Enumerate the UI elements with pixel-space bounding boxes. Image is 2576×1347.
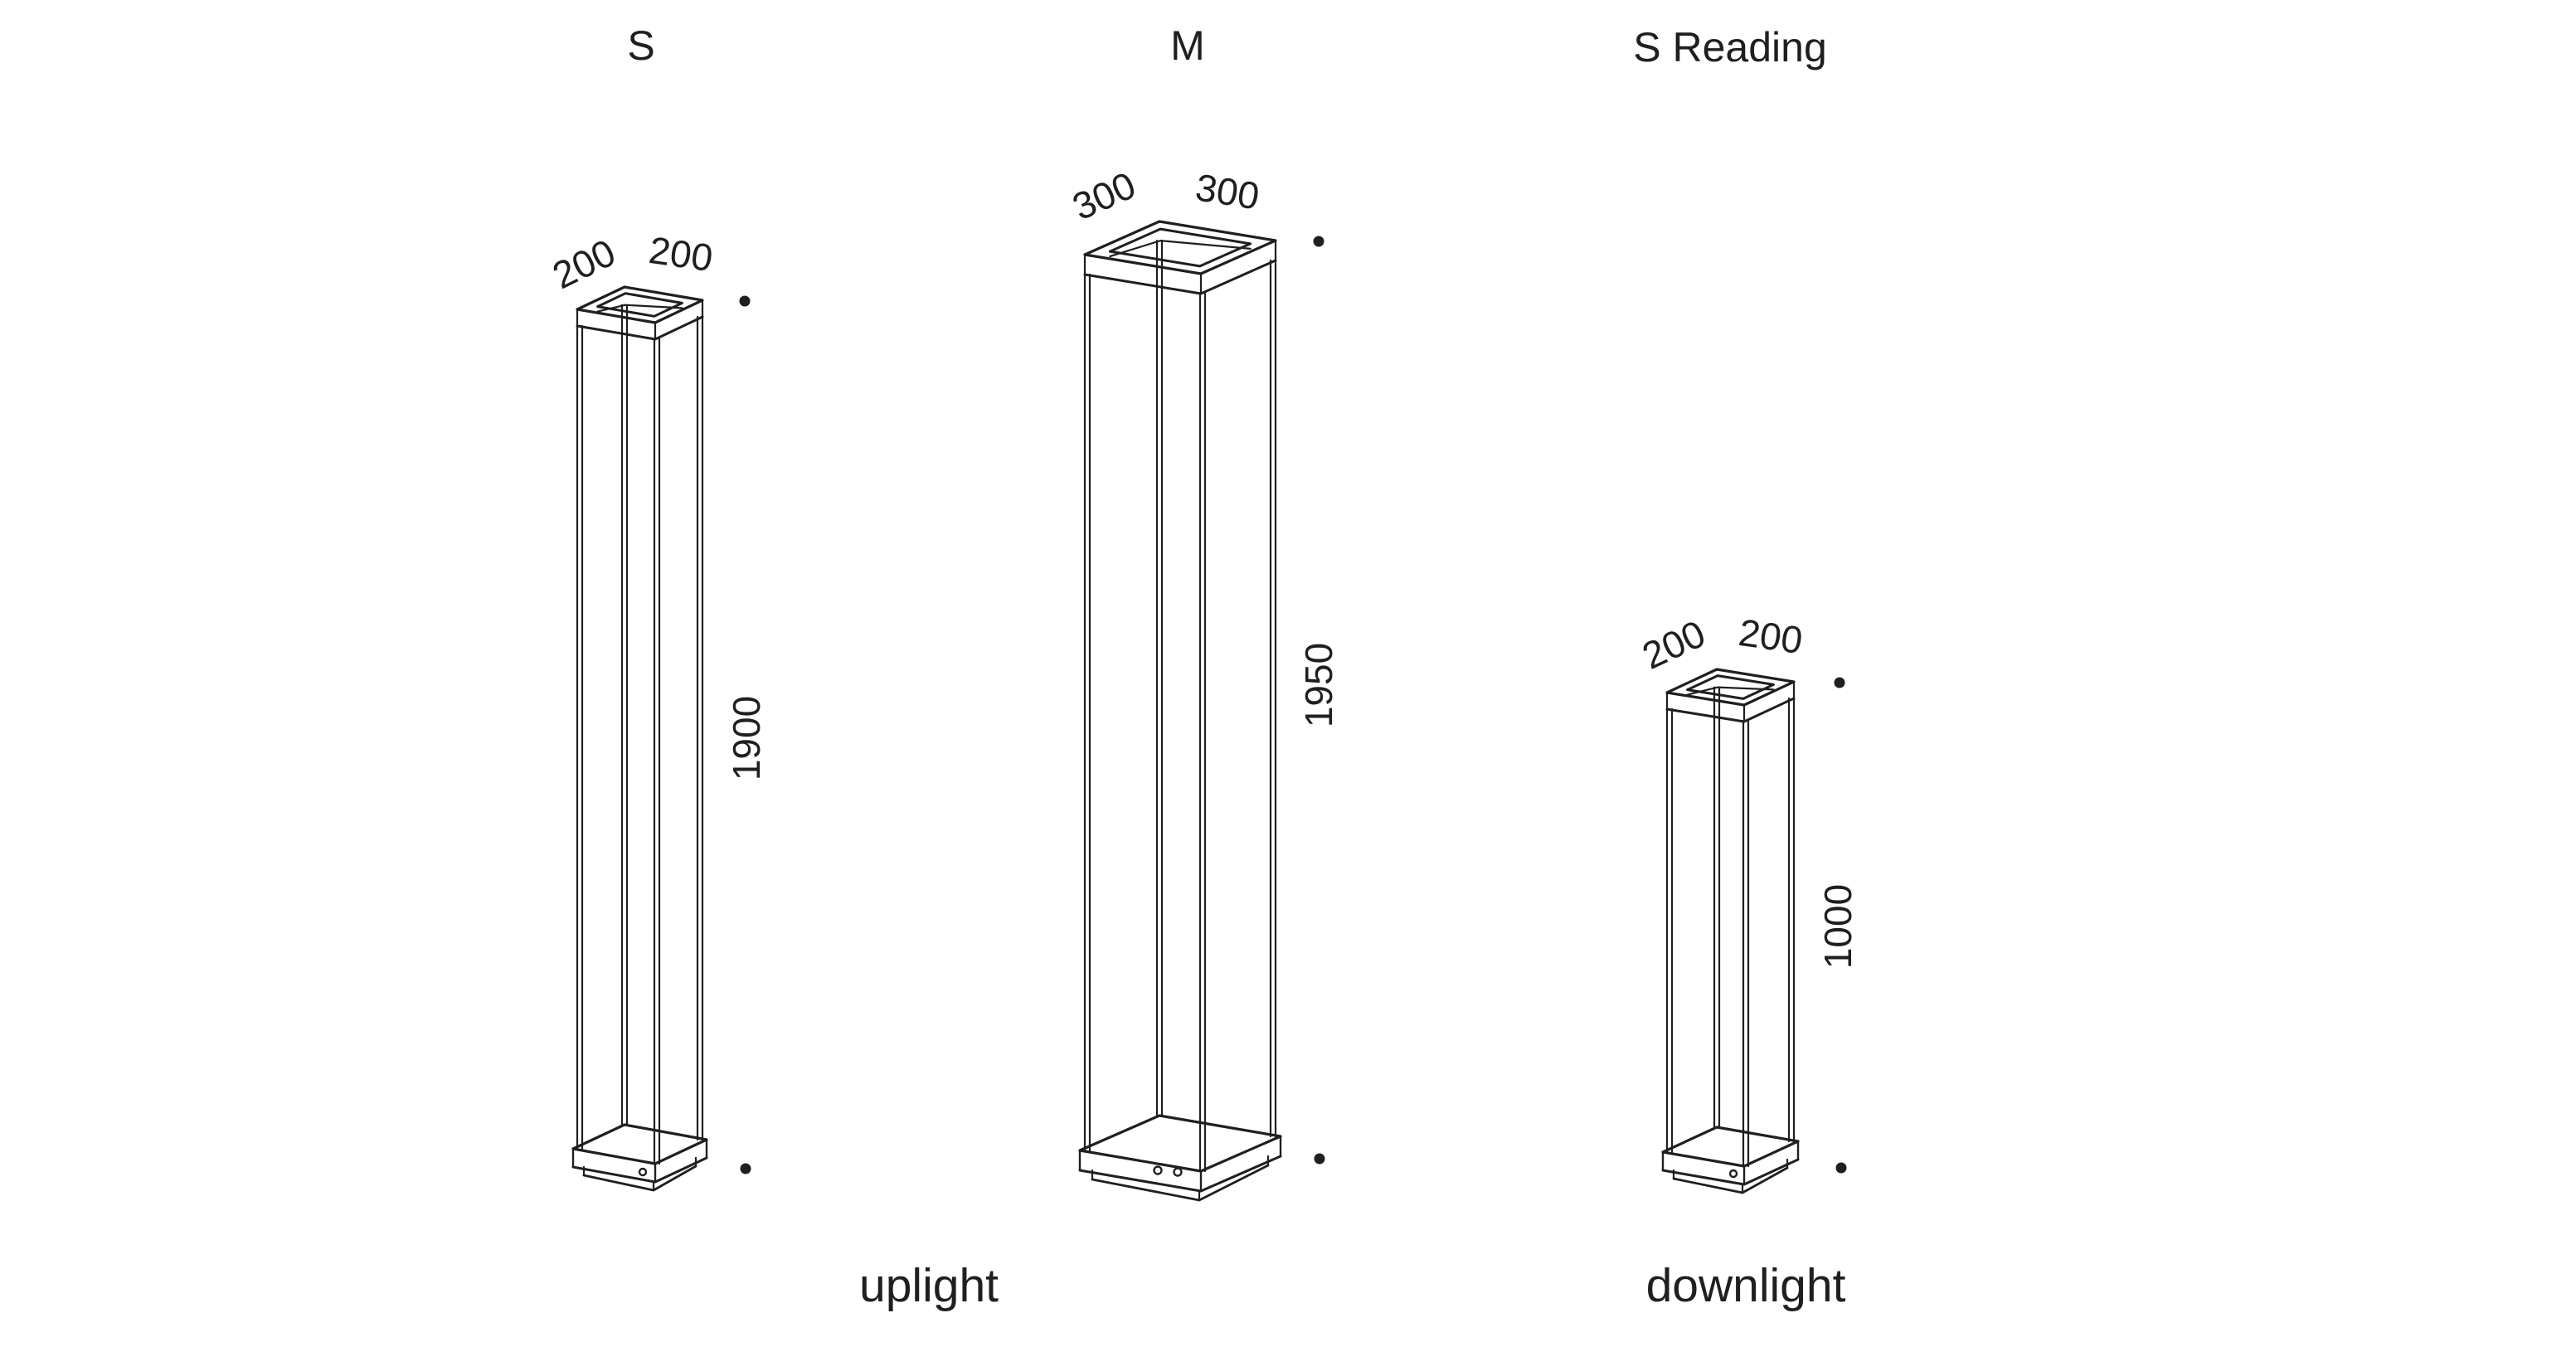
lamp-s-wireframe	[571, 285, 708, 1192]
measure-dot-top-s	[739, 295, 751, 307]
dim-width-s: 200	[546, 231, 622, 297]
dim-height-s: 1900	[725, 696, 768, 780]
dim-depth-s: 200	[646, 228, 715, 280]
variant-title-s-reading: S Reading	[1633, 24, 1827, 71]
dim-depth-m: 300	[1193, 165, 1262, 217]
dim-height-m: 1950	[1297, 643, 1340, 727]
measure-dot-top-s-reading	[1834, 677, 1845, 688]
measure-dot-bottom-s-reading	[1835, 1162, 1847, 1174]
lamp-s-reading-wireframe	[1661, 668, 1800, 1194]
measure-dot-bottom-m	[1314, 1153, 1325, 1165]
variant-title-m: M	[1170, 22, 1205, 69]
measure-dot-bottom-s	[740, 1163, 751, 1174]
dim-height-s-reading: 1000	[1816, 884, 1859, 969]
caption-downlight: downlight	[1646, 1259, 1846, 1312]
measure-dot-top-m	[1313, 236, 1324, 247]
caption-uplight: uplight	[859, 1259, 999, 1312]
dim-width-m: 300	[1066, 163, 1141, 229]
variant-title-s: S	[627, 22, 654, 69]
lamp-m-wireframe	[1078, 220, 1282, 1202]
dim-width-s-reading: 200	[1636, 611, 1712, 678]
dim-depth-s-reading: 200	[1736, 610, 1805, 662]
